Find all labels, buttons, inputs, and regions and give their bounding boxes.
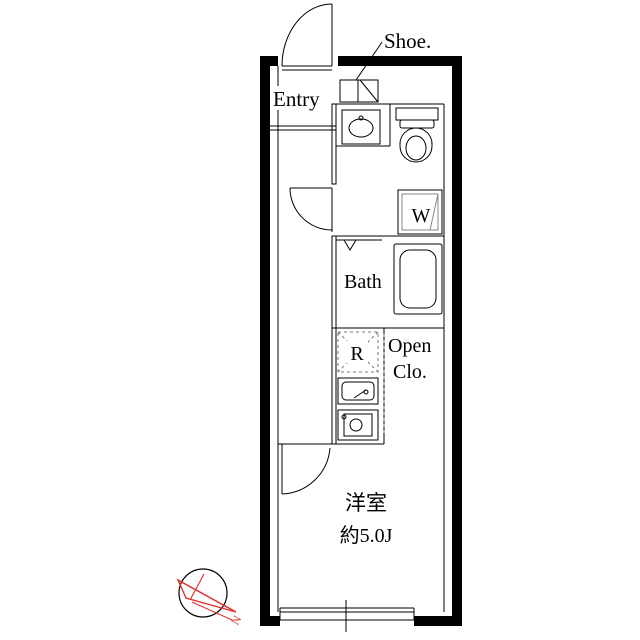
partitions xyxy=(278,103,445,612)
wall-bottom-left xyxy=(260,616,280,626)
fridge-space: R xyxy=(337,331,379,373)
washroom-door xyxy=(289,187,333,232)
open-closet: Open Clo. xyxy=(383,334,431,436)
toilet xyxy=(395,107,439,163)
fridge-label: R xyxy=(350,343,364,365)
room-door xyxy=(281,444,331,495)
wall-top-right xyxy=(338,56,462,66)
compass-icon: N xyxy=(176,568,245,628)
open-closet-label-2: Clo. xyxy=(393,361,427,383)
open-closet-label-1: Open xyxy=(388,335,431,357)
compass-north-label: N xyxy=(228,613,245,628)
shoe-cabinet xyxy=(339,41,383,103)
washer-space: W xyxy=(397,189,443,235)
window xyxy=(279,600,415,632)
entry-step xyxy=(270,125,336,131)
kitchen-sink xyxy=(337,377,379,405)
washer-label: W xyxy=(412,205,431,227)
entrance-door xyxy=(281,3,333,71)
shoe-label: Shoe. xyxy=(384,29,431,53)
wall-right xyxy=(452,56,462,626)
bath-label: Bath xyxy=(344,271,382,293)
wall-bottom-right xyxy=(414,616,462,626)
room-size: 約5.0J xyxy=(340,524,393,547)
wash-basin xyxy=(341,109,381,145)
room-name: 洋室 xyxy=(345,491,387,515)
entry-label: Entry xyxy=(273,87,320,111)
bathtub: Bath xyxy=(336,239,443,315)
exterior-walls xyxy=(260,56,462,626)
cooktop xyxy=(337,409,379,441)
wall-left xyxy=(260,56,270,626)
